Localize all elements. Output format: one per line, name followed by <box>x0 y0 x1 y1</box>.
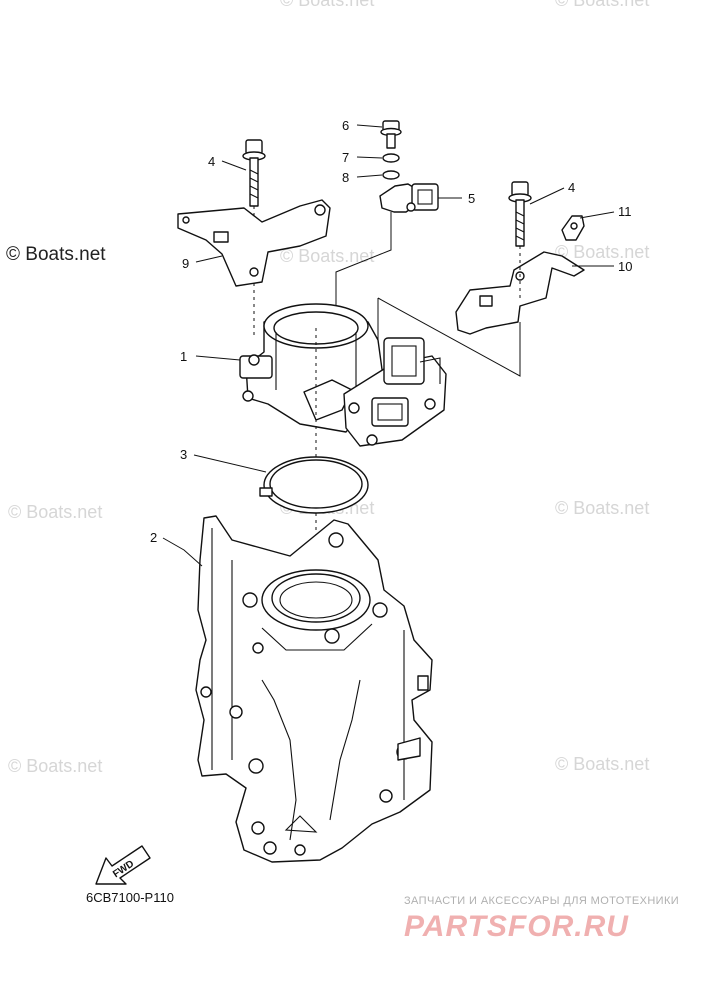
callout-1: 1 <box>180 349 187 364</box>
watermark: © Boats.net <box>555 0 649 10</box>
callout-8: 8 <box>342 170 349 185</box>
watermark: © Boats.net <box>280 246 374 266</box>
callout-3: 3 <box>180 447 187 462</box>
callout-11: 11 <box>618 204 632 219</box>
part-3-gasket <box>259 456 369 514</box>
fwd-arrow-icon: FWD <box>95 845 151 885</box>
watermark-main: © Boats.net <box>6 244 106 265</box>
diagram-code: 6CB7100-P110 <box>86 890 174 905</box>
part-4-bolt-right <box>508 181 532 247</box>
watermark: © Boats.net <box>280 0 374 10</box>
callout-5: 5 <box>468 191 475 206</box>
part-9-bracket <box>177 199 331 287</box>
callout-4: 4 <box>568 180 575 195</box>
watermark: © Boats.net <box>555 242 649 262</box>
part-10-bracket <box>455 251 585 335</box>
callout-2: 2 <box>150 530 157 545</box>
watermark: © Boats.net <box>555 498 649 518</box>
callout-9: 9 <box>182 256 189 271</box>
callout-6: 6 <box>342 118 349 133</box>
leader-lines <box>162 124 615 567</box>
callout-7: 7 <box>342 150 349 165</box>
part-8-oring <box>382 170 400 180</box>
watermark: © Boats.net <box>8 502 102 522</box>
part-1-throttle-body <box>239 303 447 447</box>
part-6-screw <box>380 120 402 149</box>
part-11-clip <box>561 215 585 241</box>
brand-logo: PARTSFOR.RU <box>404 910 629 943</box>
part-7-washer <box>382 153 400 163</box>
brand-tagline: ЗАПЧАСТИ И АКСЕССУАРЫ ДЛЯ МОТОТЕХНИКИ <box>404 895 679 907</box>
part-5-sensor <box>379 183 439 213</box>
watermark: © Boats.net <box>8 756 102 776</box>
watermark: © Boats.net <box>555 754 649 774</box>
callouts: 4 9 6 7 8 5 4 11 10 1 3 2 <box>150 118 632 545</box>
part-4-bolt-left <box>242 139 266 207</box>
callout-4: 4 <box>208 154 215 169</box>
part-2-intake-manifold <box>195 515 433 863</box>
callout-10: 10 <box>618 259 632 274</box>
